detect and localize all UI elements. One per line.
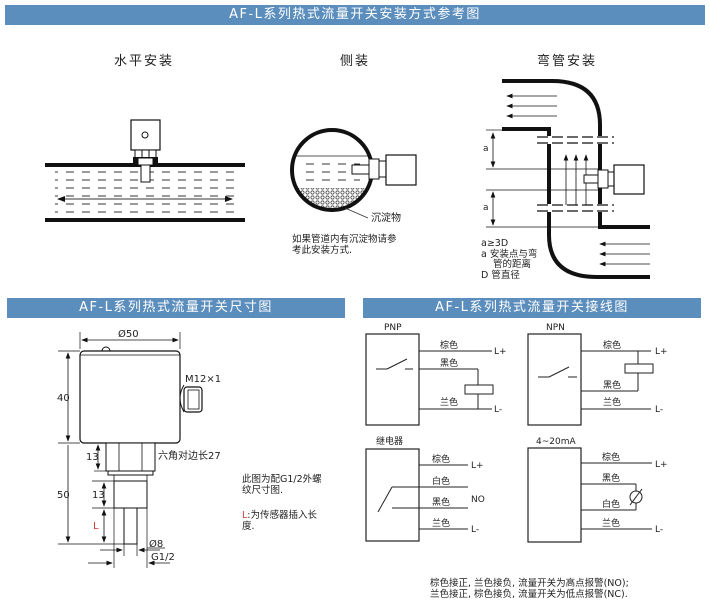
npn-title: NPN — [546, 323, 565, 333]
analog-terminal-minus: L- — [655, 525, 664, 535]
thread-height-label: 13 — [92, 490, 105, 501]
dimension-note2-line1: L:为传感器插入长 — [242, 510, 317, 521]
insert-length-label: L — [93, 521, 99, 532]
thread-size-label: G1/2 — [151, 552, 175, 563]
relay-wire-white: 白色 — [432, 477, 451, 487]
dimension-drawing — [58, 332, 203, 568]
dimension-note2-prefix: L — [242, 510, 248, 521]
sediment-leader — [344, 207, 369, 219]
side-install-title: 侧装 — [340, 54, 371, 69]
sediment-area — [292, 188, 372, 210]
wiring-relay — [365, 448, 468, 542]
npn-terminal-plus: L+ — [655, 347, 668, 357]
side-sensor-head — [385, 154, 417, 186]
pnp-wire-black: 黑色 — [440, 359, 459, 369]
npn-wire-black: 黑色 — [603, 381, 622, 391]
height-top-label: 40 — [57, 393, 70, 404]
horizontal-install-diagram — [45, 119, 245, 222]
side-install-diagram — [290, 128, 417, 219]
elbow-a-label-2: a — [483, 203, 489, 213]
npn-wire-blue: 兰色 — [603, 398, 622, 408]
analog-wire-blue: 兰色 — [602, 519, 621, 529]
dimension-banner: AF-L系列热式流量开关尺寸图 — [7, 298, 345, 318]
analog-wire-black: 黑色 — [602, 474, 621, 484]
wiring-banner: AF-L系列热式流量开关接线图 — [363, 298, 701, 318]
elbow-a-label-1: a — [483, 144, 489, 154]
pipe-bottom-wall — [45, 218, 245, 222]
install-banner: AF-L系列热式流量开关安装方式参考图 — [5, 5, 705, 25]
pnp-terminal-minus: L- — [494, 405, 503, 415]
elbow-legend-line4: D 管直径 — [481, 270, 520, 281]
pnp-wire-brown: 棕色 — [440, 341, 459, 351]
dimension-note1-line2: 纹尺寸图. — [242, 485, 284, 496]
dimension-note1-line1: 此图为配G1/2外螺 — [242, 474, 322, 485]
hex-nut — [105, 442, 156, 472]
relay-terminal-no: NO — [471, 495, 485, 505]
npn-terminal-minus: L- — [655, 405, 664, 415]
side-install-note-line2: 考此安装方式. — [292, 245, 353, 256]
probe-diameter-label: Ø8 — [149, 539, 164, 550]
relay-title: 继电器 — [376, 437, 404, 447]
wiring-npn — [527, 333, 654, 426]
wiring-footnote-line2: 兰色接正, 棕色接负, 流量开关为低点报警(NC). — [430, 589, 628, 600]
sediment-label: 沉淀物 — [371, 213, 401, 224]
sensor-led — [141, 131, 149, 139]
relay-wire-brown: 棕色 — [432, 455, 451, 465]
m12-connector — [183, 386, 203, 413]
sensor-hex — [134, 149, 157, 159]
pnp-wire-blue: 兰色 — [440, 398, 459, 408]
wiring-analog — [527, 447, 652, 543]
pnp-title: PNP — [384, 323, 402, 333]
relay-terminal-minus: L- — [471, 525, 480, 535]
side-install-note-line1: 如果管道内有沉淀物请参 — [292, 234, 397, 245]
elbow-legend-line1: a≥3D — [481, 238, 509, 249]
total-height-label: 50 — [57, 490, 70, 501]
sensor-head — [130, 119, 161, 151]
analog-terminal-plus: L+ — [655, 460, 668, 470]
side-sensor-probe — [351, 164, 370, 175]
connector-label: M12×1 — [185, 374, 222, 385]
thread-section — [113, 480, 148, 509]
elbow-install-title: 弯管安装 — [537, 54, 598, 69]
analog-title: 4~20mA — [536, 437, 576, 447]
analog-wire-white: 白色 — [602, 500, 621, 510]
probe — [123, 507, 138, 545]
housing — [79, 350, 181, 444]
relay-wire-black: 黑色 — [432, 498, 451, 508]
hex-height-label: 13 — [86, 452, 99, 463]
dimension-note2-text: :为传感器插入长 — [247, 510, 317, 521]
elbow-legend-line2: a 安装点与弯 — [481, 249, 538, 260]
pnp-terminal-plus: L+ — [494, 347, 507, 357]
wiring-footnote-line1: 棕色接正, 兰色接负, 流量开关为高点报警(NO); — [430, 578, 629, 589]
analog-wire-brown: 棕色 — [602, 453, 621, 463]
sensor-probe — [140, 164, 151, 183]
horizontal-install-title: 水平安装 — [114, 54, 175, 69]
elbow-install-diagram — [486, 79, 650, 279]
relay-wire-blue: 兰色 — [432, 519, 451, 529]
elbow-legend-line3: 管的距离 — [493, 259, 532, 270]
dimension-note2-line2: 度. — [242, 521, 255, 532]
diameter-top-label: Ø50 — [118, 329, 139, 340]
npn-wire-brown: 棕色 — [603, 341, 622, 351]
wiring-pnp — [365, 333, 494, 426]
relay-terminal-plus: L+ — [471, 461, 484, 471]
hex-size-label: 六角对边长27 — [158, 451, 221, 462]
